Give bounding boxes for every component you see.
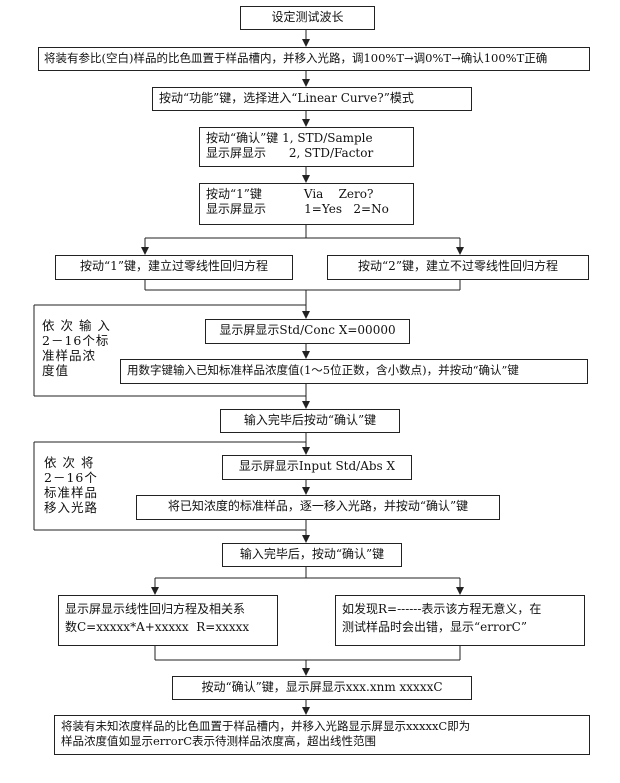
step-line-1: 将装有未知浓度样品的比色皿置于样品槽内，并移入光路显示屏显示xxxxxC即为 xyxy=(61,719,471,733)
loop-label-move-samples: 依 次 将 2－16个 标准样品 移入光路 xyxy=(44,455,99,515)
step-line-1: 按动“1”键 Via Zero? xyxy=(206,187,374,201)
step-text: 将装有参比(空白)样品的比色皿置于样品槽内，并移入光路，调100%T→调0%T→… xyxy=(44,51,548,65)
step-line-2: 测试样品时会出错，显示“errorC” xyxy=(342,620,527,634)
step-move-standards: 将已知浓度的标准样品，逐一移入光路，并按动“确认”键 xyxy=(136,495,500,520)
step-select-linear-curve: 按动“功能”键，选择进入“Linear Curve?”模式 xyxy=(152,87,472,111)
step-reference-sample: 将装有参比(空白)样品的比色皿置于样品槽内，并移入光路，调100%T→调0%T→… xyxy=(38,47,590,71)
step-line-2: 样品浓度值如显示errorC表示待测样品浓度高，超出线性范围 xyxy=(61,734,377,748)
step-via-zero: 按动“1”键 Via Zero? 显示屏显示 1=Yes 2=No xyxy=(199,183,414,225)
step-line-2: 显示屏显示 2, STD/Factor xyxy=(206,146,374,160)
step-text: 输入完毕后按动“确认”键 xyxy=(243,413,377,427)
step-text: 将已知浓度的标准样品，逐一移入光路，并按动“确认”键 xyxy=(167,499,469,513)
step-text: 设定测试波长 xyxy=(271,10,344,24)
step-measure-unknown: 将装有未知浓度样品的比色皿置于样品槽内，并移入光路显示屏显示xxxxxC即为 样… xyxy=(54,715,590,755)
step-input-done-confirm-2: 输入完毕后，按动“确认”键 xyxy=(222,543,402,567)
step-set-wavelength: 设定测试波长 xyxy=(240,6,375,30)
step-line-1: 如发现R=------表示该方程无意义，在 xyxy=(342,602,542,616)
step-input-std-abs-display: 显示屏显示Input Std/Abs X xyxy=(222,455,412,480)
step-text: 按动“1”键，建立过零线性回归方程 xyxy=(80,259,268,273)
step-text: 按动“2”键，建立不过零线性回归方程 xyxy=(358,259,558,273)
step-zero-regression: 按动“1”键，建立过零线性回归方程 xyxy=(55,255,293,280)
step-std-conc-display: 显示屏显示Std/Conc X=00000 xyxy=(205,319,410,344)
step-input-done-confirm: 输入完毕后按动“确认”键 xyxy=(220,409,400,433)
step-text: 用数字键输入已知标准样品浓度值(1～5位正数，含小数点)，并按动“确认”键 xyxy=(127,363,519,377)
step-confirm-std: 按动“确认”键 1, STD/Sample 显示屏显示 2, STD/Facto… xyxy=(199,127,414,167)
step-text: 按动“功能”键，选择进入“Linear Curve?”模式 xyxy=(159,91,414,105)
step-line-1: 按动“确认”键 1, STD/Sample xyxy=(206,131,373,145)
step-nonzero-regression: 按动“2”键，建立不过零线性回归方程 xyxy=(327,255,589,280)
step-line-1: 显示屏显示线性回归方程及相关系 xyxy=(65,602,246,616)
step-line-2: 显示屏显示 1=Yes 2=No xyxy=(206,202,389,216)
loop-label-input-concentration: 依 次 输 入 2－16个标 准样品浓 度值 xyxy=(42,318,111,378)
step-text: 按动“确认”键，显示屏显示xxx.xnm xxxxxC xyxy=(201,680,443,694)
step-confirm-display-wavelength: 按动“确认”键，显示屏显示xxx.xnm xxxxxC xyxy=(172,676,472,700)
step-text: 输入完毕后，按动“确认”键 xyxy=(239,547,385,561)
step-text: 显示屏显示Std/Conc X=00000 xyxy=(219,323,396,337)
step-enter-concentration: 用数字键输入已知标准样品浓度值(1～5位正数，含小数点)，并按动“确认”键 xyxy=(120,359,588,384)
step-line-2: 数C=xxxxx*A+xxxxx R=xxxxx xyxy=(65,620,250,634)
step-error-note: 如发现R=------表示该方程无意义，在 测试样品时会出错，显示“errorC… xyxy=(335,595,585,646)
step-regression-result: 显示屏显示线性回归方程及相关系 数C=xxxxx*A+xxxxx R=xxxxx xyxy=(58,595,278,646)
step-text: 显示屏显示Input Std/Abs X xyxy=(238,459,396,473)
